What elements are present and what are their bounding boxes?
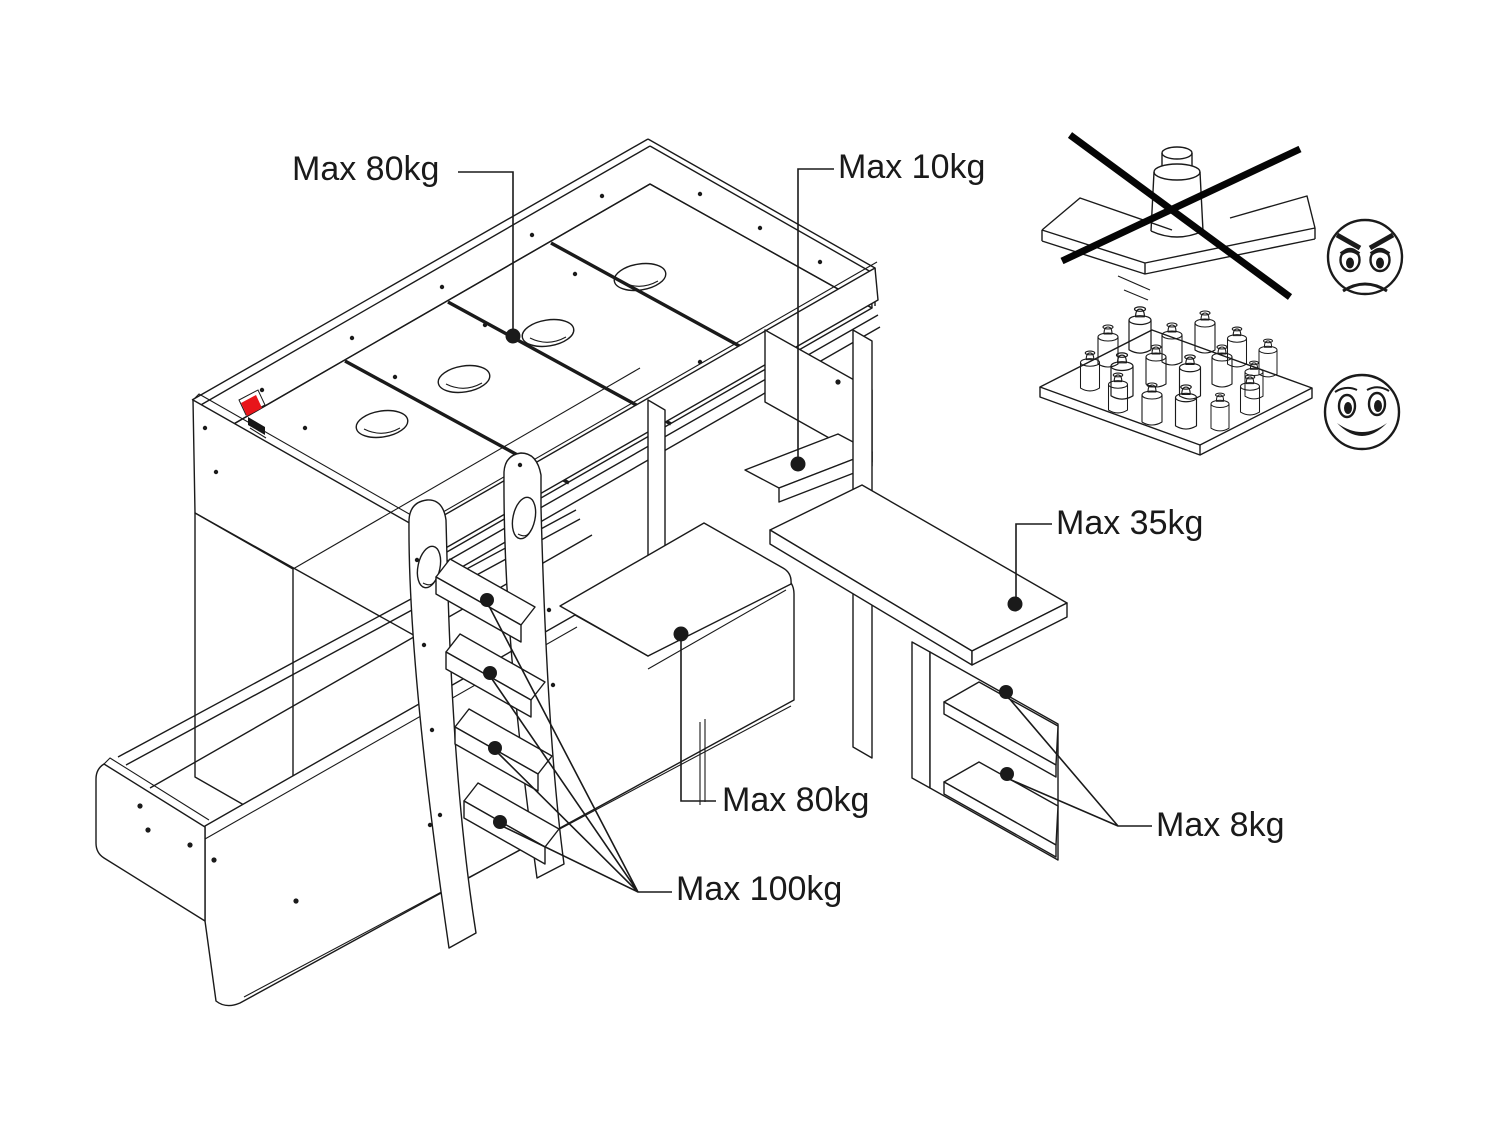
porthole-icon <box>511 496 537 540</box>
screw-dots <box>137 191 841 904</box>
cross-out-x <box>1060 145 1302 265</box>
pedestal-shelves <box>911 641 1059 861</box>
target-dot-shelf-1 <box>999 685 1013 699</box>
target-dot-step-4 <box>493 815 507 829</box>
label-desk-shelves-max-weight: Max 8kg <box>1156 806 1285 844</box>
label-lower-bed-max-weight: Max 80kg <box>722 781 870 819</box>
angry-face-icon <box>1326 218 1404 296</box>
label-ladder-max-weight: Max 100kg <box>676 870 843 908</box>
ladder-step <box>445 633 546 718</box>
ladder <box>408 452 565 949</box>
desk <box>769 484 1068 666</box>
ladder-step <box>454 708 553 792</box>
target-dot-desk-top <box>1007 596 1023 612</box>
target-dot-head-shelf <box>790 456 806 472</box>
target-dot-lower-bed <box>673 626 689 642</box>
cross-out-x <box>1067 132 1293 300</box>
target-dot-step-2 <box>483 666 497 680</box>
heavy-weight-icon <box>1150 146 1204 238</box>
callout-lines <box>458 168 1152 893</box>
label-head-shelf-max-weight: Max 10kg <box>838 148 986 186</box>
target-dot-step-1 <box>480 593 494 607</box>
vent-hole-icon <box>355 262 667 439</box>
warning-sticker <box>238 389 267 439</box>
happy-face-icon <box>1323 373 1401 451</box>
no-concentrated-load-icon <box>1041 132 1316 301</box>
lower-bed <box>95 509 795 1007</box>
porthole-icon <box>416 545 442 589</box>
label-upper-bed-max-weight: Max 80kg <box>292 150 440 188</box>
target-dot-shelf-2 <box>1000 767 1014 781</box>
target-dot-step-3 <box>488 741 502 755</box>
callout-dots <box>480 328 1023 829</box>
distributed-load-icon <box>1039 306 1313 456</box>
label-desk-max-weight: Max 35kg <box>1056 504 1204 542</box>
target-dot-upper-bed <box>505 328 521 344</box>
